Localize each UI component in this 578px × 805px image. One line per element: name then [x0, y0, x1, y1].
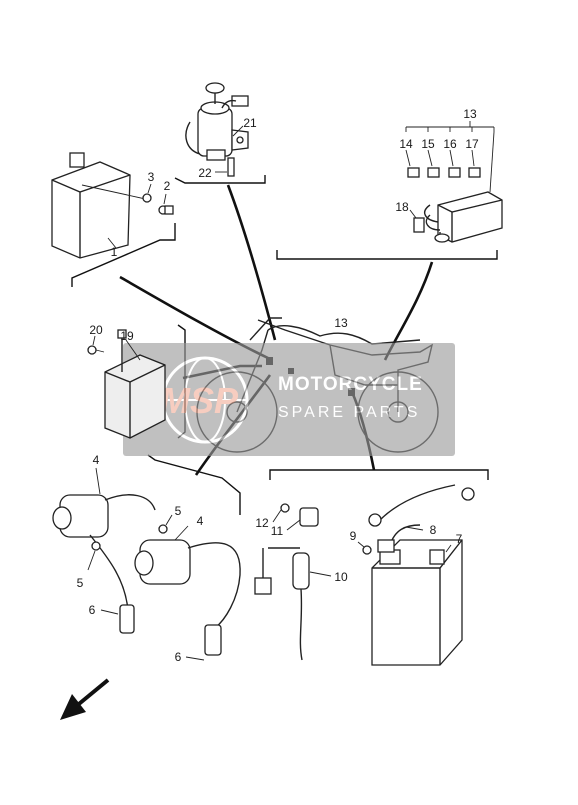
ignition-coil-right: [134, 525, 241, 661]
motorcycle-tank-seat: [267, 325, 421, 345]
ecu-connector: [69, 152, 85, 168]
callout-16: 16: [443, 137, 457, 151]
sensor-10: [292, 552, 310, 590]
battery-terminal-pos: [429, 549, 445, 565]
bracket-main-switch: [174, 175, 266, 184]
washer-3: [142, 183, 152, 203]
screw-12: [280, 503, 290, 513]
watermark-line1: MOTORCYCLE: [278, 374, 423, 395]
battery-assembly: [357, 484, 475, 666]
callout-5-left: 5: [77, 576, 84, 590]
watermark: MSP MOTORCYCLE SPARE PARTS: [123, 343, 455, 456]
callout-7: 7: [456, 532, 463, 546]
ignition-coil-left: [52, 467, 156, 634]
callout-1: 1: [111, 245, 118, 259]
fuse-box-assembly: [405, 121, 503, 243]
callout-6-right: 6: [175, 650, 182, 664]
fuse-14: [407, 167, 420, 178]
callout-19: 19: [120, 329, 134, 343]
bracket-ignition: [147, 454, 241, 515]
callout-10: 10: [334, 570, 348, 584]
callout-4-right: 4: [197, 514, 204, 528]
coupler: [254, 577, 272, 595]
motorcycle-handlebar: [249, 317, 282, 341]
callout-2: 2: [164, 179, 171, 193]
screws-5: [87, 514, 173, 571]
lead-main-switch: [226, 184, 277, 341]
callout-3: 3: [148, 170, 155, 184]
callout-22: 22: [198, 166, 212, 180]
watermark-logo: MSP: [160, 380, 239, 421]
screw-22: [227, 157, 235, 177]
bracket-battery: [269, 469, 489, 480]
fuse-16: [448, 167, 461, 178]
callout-14: 14: [399, 137, 413, 151]
sensor-assembly: [254, 503, 332, 661]
callout-18: 18: [395, 200, 409, 214]
spark-plug-cap-2: [204, 624, 222, 656]
bracket-11: [299, 507, 319, 527]
callout-17: 17: [465, 137, 479, 151]
main-switch-body: [197, 107, 233, 157]
callout-13-bike: 13: [334, 316, 348, 330]
main-switch-assembly: [185, 82, 249, 177]
fuse-box-body: [437, 191, 503, 243]
callout-5-right: 5: [175, 504, 182, 518]
callout-labels: 1 2 3 4 4 5 5 6 6 7 8 9 10 11 12 13 13 1…: [77, 107, 479, 664]
ecu-unit: [51, 152, 151, 259]
rectifier-assembly: [87, 329, 166, 439]
callout-12: 12: [255, 516, 269, 530]
group-brackets: [71, 175, 498, 515]
screw-9: [362, 545, 372, 555]
battery-lead-8: [377, 539, 395, 553]
callout-8: 8: [430, 523, 437, 537]
watermark-panel: [123, 343, 455, 456]
callout-13-fuse: 13: [463, 107, 477, 121]
callout-6-left: 6: [89, 603, 96, 617]
callout-9: 9: [350, 529, 357, 543]
screw-2: [158, 193, 174, 215]
front-direction-arrow-icon: [60, 678, 110, 720]
watermark-line2: SPARE PARTS: [278, 404, 420, 421]
key-head: [205, 82, 225, 94]
callout-15: 15: [421, 137, 435, 151]
rectifier-body: [104, 354, 166, 439]
fuse-15: [427, 167, 440, 178]
fuse-17: [468, 167, 481, 178]
callout-4-left: 4: [93, 453, 100, 467]
screw-20: [87, 345, 97, 355]
ecu-body: [51, 161, 131, 259]
spark-plug-cap-1: [119, 604, 135, 634]
callout-21: 21: [243, 116, 257, 130]
bracket-ecu: [71, 223, 176, 287]
callout-20: 20: [89, 323, 103, 337]
screw-18: [413, 217, 425, 233]
callout-11: 11: [271, 524, 284, 538]
bracket-fuse-box: [276, 250, 498, 260]
